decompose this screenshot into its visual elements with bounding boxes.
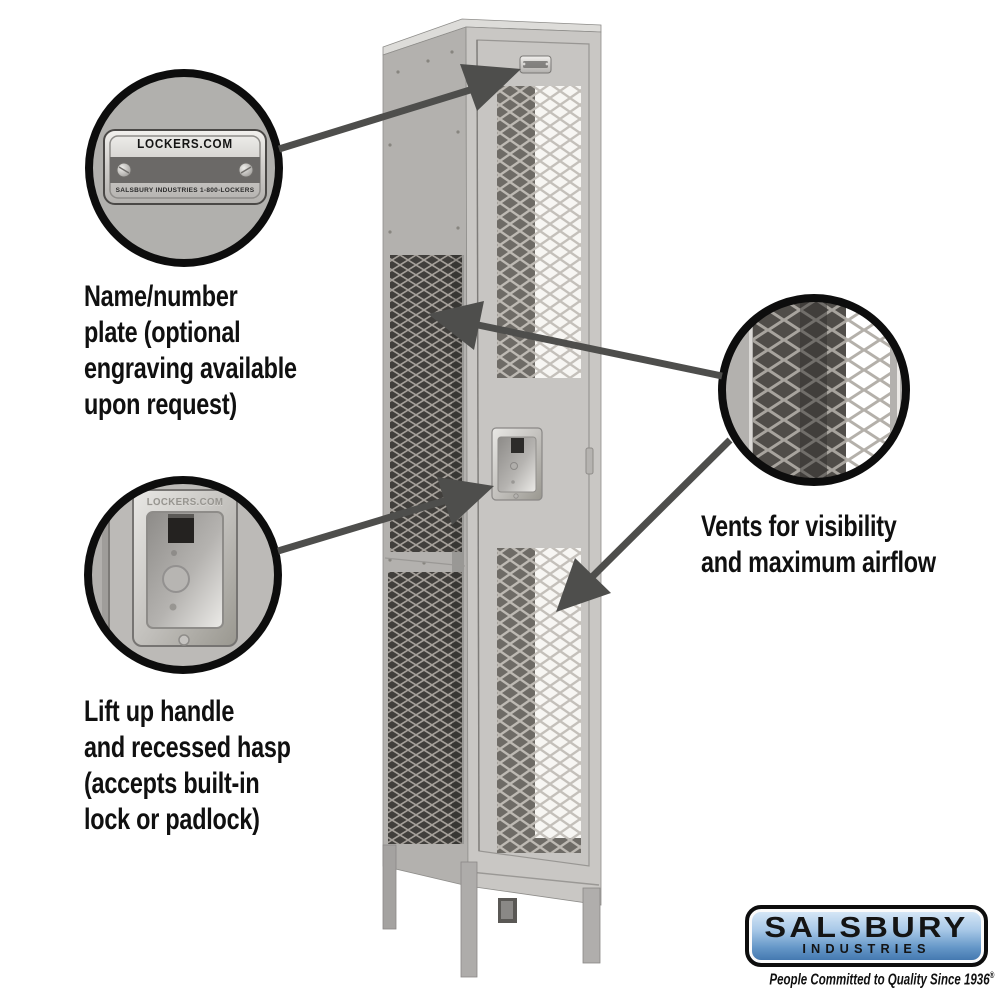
annotation-line: upon request) [84,388,237,421]
leg-right [582,887,601,964]
door-edge-slot [585,447,594,475]
kick-plate-seam [469,871,600,886]
callout-circle-handle [84,476,282,674]
center-foot [498,898,517,923]
handle-large [132,489,238,647]
door-vent-lower-dark [497,548,535,853]
logo-brand-text: SALSBURY [764,912,969,944]
annotation-vents: Vents for visibility and maximum airflow [701,509,936,581]
side-vent-lower [388,572,462,844]
callout-plate-title: LOCKERS.COM [137,136,233,151]
door-hinge-gap [476,39,480,852]
annotation-line: and recessed hasp [84,731,291,764]
name-plate [519,55,552,74]
callout-handle-embossed-text: LOCKERS.COM [146,496,224,508]
annotation-line: Name/number [84,280,238,313]
door-handle [491,427,543,501]
annotation-line: Vents for visibility [701,510,897,543]
logo-tagline: People Committed to Quality Since 1936® [769,970,994,989]
callout-circle-name-plate [85,69,283,267]
annotation-line: lock or padlock) [84,803,260,836]
salsbury-logo: SALSBURY INDUSTRIES [745,905,988,967]
arrow-door-vent [556,437,733,612]
vent-mesh-light [846,298,890,482]
plate-large [103,129,267,205]
annotation-line: plate (optional [84,316,241,349]
annotation-line: Lift up handle [84,695,235,728]
annotation-handle: Lift up handle and recessed hasp (accept… [84,694,291,838]
callout-circle-vents [718,294,910,486]
registered-mark: ® [989,970,995,980]
door-vent-upper-light [535,86,581,378]
callout-plate-subtitle: SALSBURY INDUSTRIES 1-800-LOCKERS [115,187,255,194]
leg-back-left [382,844,397,930]
annotation-line: engraving available [84,352,297,385]
annotation-line: and maximum airflow [701,546,936,579]
callout-arrows [276,64,733,612]
annotation-line: (accepts built-in [84,767,260,800]
arrow-name-plate [277,64,521,153]
side-seam [384,557,466,567]
door-vent-lower-bottom [535,838,581,853]
vent-mesh-dark [753,298,848,482]
annotation-name-plate: Name/number plate (optional engraving av… [84,279,297,423]
side-shading [452,255,464,844]
logo-tagline-text: People Committed to Quality Since 1936 [769,971,990,989]
leg-front-left [460,861,478,978]
arrow-side-vent [428,301,723,380]
logo-brand-subtext: INDUSTRIES [802,942,931,956]
locker-illustration [382,18,602,978]
arrow-handle [276,477,494,555]
